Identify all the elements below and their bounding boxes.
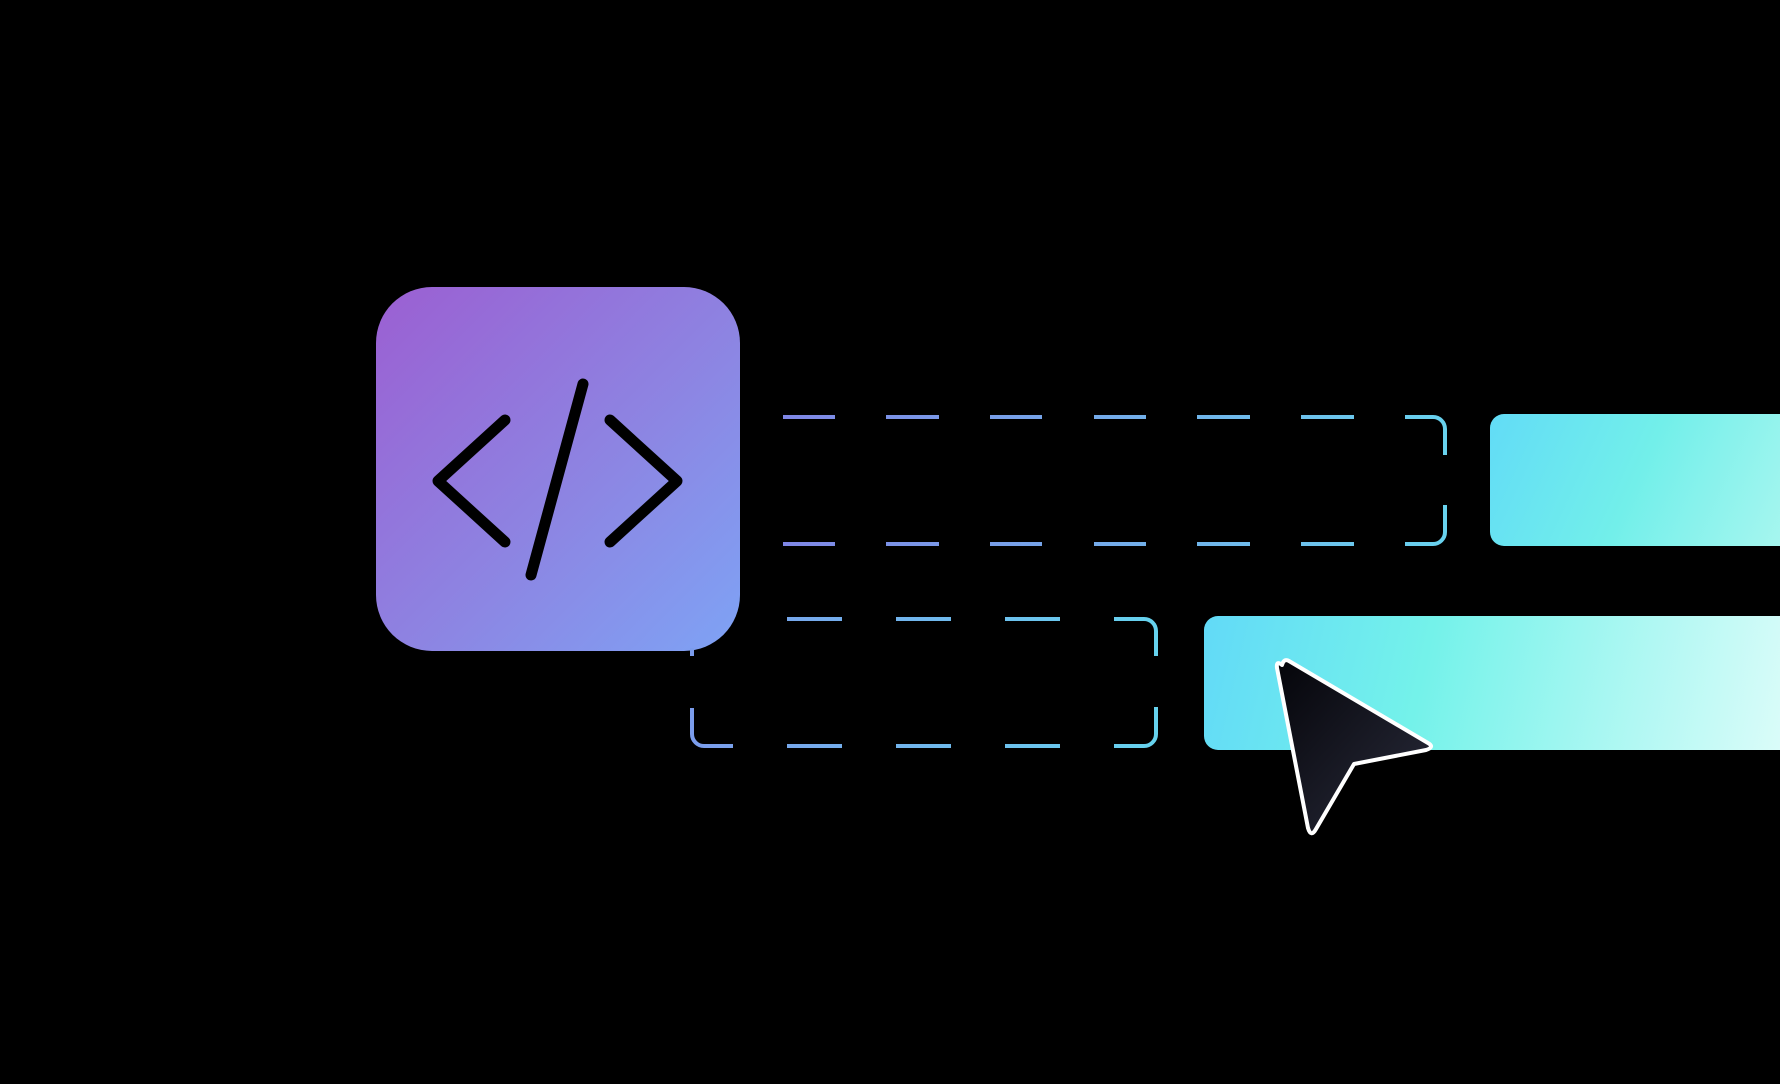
filled-bar-1 bbox=[1490, 414, 1780, 546]
filled-bar-1-shape bbox=[1490, 414, 1780, 546]
dashed-placeholder-row-2 bbox=[690, 617, 1158, 748]
dashed-placeholder-row-1 bbox=[783, 415, 1447, 546]
dash-corner bbox=[1114, 617, 1158, 656]
cursor-arrow-shape bbox=[1274, 658, 1433, 836]
dash-corner bbox=[1405, 505, 1447, 546]
code-tile bbox=[376, 287, 740, 651]
dash-corner bbox=[1114, 707, 1158, 748]
right-angle-bracket bbox=[604, 414, 683, 548]
dash-corner bbox=[1405, 415, 1447, 455]
mouse-pointer-icon bbox=[1274, 658, 1433, 836]
slash-stroke bbox=[525, 378, 589, 581]
dash-corner bbox=[690, 708, 733, 748]
code-brackets-icon bbox=[432, 378, 683, 581]
left-angle-bracket bbox=[432, 414, 511, 548]
